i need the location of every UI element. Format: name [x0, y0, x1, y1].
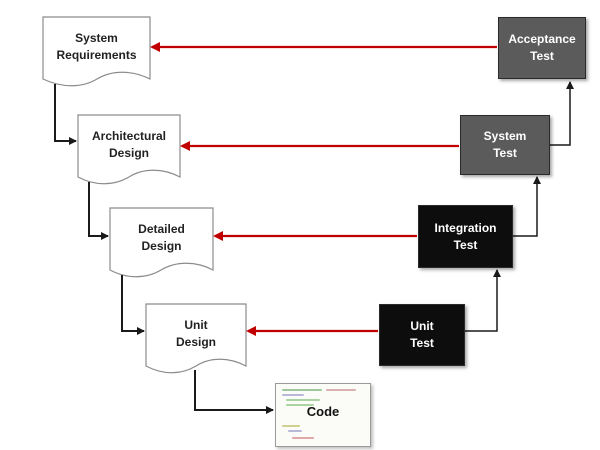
acceptance-test-node: Acceptance Test: [498, 17, 586, 79]
unit-design-line1: Unit: [184, 318, 208, 332]
system-test-node: System Test: [460, 115, 550, 175]
system-requirements-line2: Requirements: [56, 48, 137, 62]
unit-design-node: Unit Design: [146, 304, 246, 376]
code-thumbnail-line: [326, 389, 356, 391]
unit-design-line2: Design: [175, 335, 216, 349]
code-thumbnail-line: [286, 404, 314, 406]
integration-test-line2: Test: [453, 237, 478, 252]
system-test-line1: System: [483, 129, 527, 143]
code-thumbnail-line: [282, 425, 300, 427]
detailed-design-line1: Detailed: [138, 222, 185, 236]
code-thumbnail-line: [292, 437, 314, 439]
code-node: Code: [275, 383, 371, 447]
doc-shape-system-requirements: [42, 16, 151, 87]
connector-architectural-to-detailed: [88, 182, 109, 240]
acceptance-test-line1: Acceptance: [508, 32, 576, 46]
connector-unit-test-to-integration: [465, 269, 501, 332]
architectural-design-line2: Design: [108, 146, 149, 160]
integration-test-line1: Integration: [434, 220, 497, 235]
unit-test-node: Unit Test: [379, 304, 465, 366]
code-label: Code: [306, 404, 340, 419]
architectural-design-line1: Architectural: [91, 129, 167, 143]
doc-shape-architectural-design: [77, 114, 181, 185]
integration-test-node: Integration Test: [418, 205, 513, 268]
doc-shape-unit-design: [145, 303, 247, 374]
code-thumbnail-line: [282, 389, 322, 391]
code-thumbnail-line: [286, 399, 320, 401]
code-thumbnail-line: [288, 430, 302, 432]
unit-test-line1: Unit: [410, 319, 434, 333]
connector-system-test-to-acceptance: [550, 81, 574, 146]
connector-unit-design-to-code: [194, 370, 274, 414]
connector-detailed-to-unit-design: [121, 275, 145, 335]
code-thumbnail-line: [282, 394, 304, 396]
connector-requirements-to-architectural: [54, 84, 77, 145]
detailed-design-node: Detailed Design: [110, 208, 213, 280]
acceptance-test-line2: Test: [530, 49, 554, 63]
system-test-line2: Test: [493, 146, 517, 160]
detailed-design-line2: Design: [141, 239, 182, 253]
doc-shape-detailed-design: [109, 207, 214, 278]
connector-integration-to-system-test: [513, 176, 541, 237]
unit-test-line2: Test: [410, 336, 434, 350]
system-requirements-line1: System: [75, 31, 118, 45]
architectural-design-node: Architectural Design: [78, 115, 180, 187]
system-requirements-node: System Requirements: [43, 17, 150, 89]
